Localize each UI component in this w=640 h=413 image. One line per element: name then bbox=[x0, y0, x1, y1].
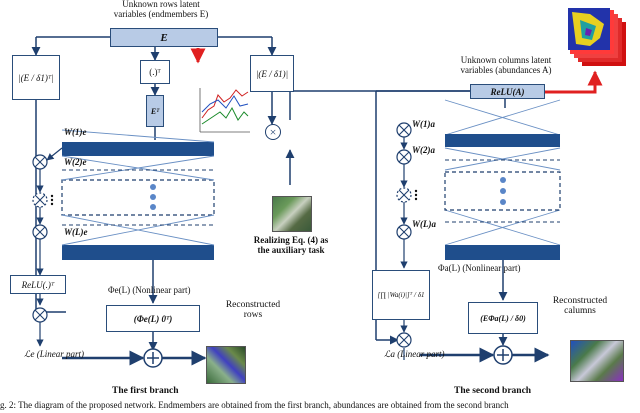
left-top-layer bbox=[62, 142, 214, 156]
left-hidden-layers bbox=[61, 179, 215, 216]
E-box: E bbox=[110, 28, 218, 47]
norm-left-box: |(E / δ1)ᵀ| bbox=[12, 55, 60, 100]
right-top-layer bbox=[445, 134, 560, 147]
prod-box: [∏ |Wa(i)|]ᵀ / δ1 bbox=[372, 270, 430, 320]
realizing-label: Realizing Eq. (4) as the auxiliary task bbox=[253, 235, 329, 255]
right-hidden-layers bbox=[444, 171, 561, 211]
linear-a-label: ℒa (Linear part) bbox=[384, 349, 445, 359]
recon-rows-thumbnail bbox=[206, 346, 246, 384]
first-branch-label: The first branch bbox=[112, 386, 179, 396]
We1-label: W(1)e bbox=[64, 127, 87, 137]
red-arrows bbox=[190, 48, 603, 94]
first-branch-network bbox=[32, 127, 215, 368]
left-bottom-layer bbox=[62, 245, 214, 260]
linear-e-label: ℒe (Linear part) bbox=[24, 349, 84, 359]
abundance-maps-stack bbox=[568, 8, 626, 66]
phi-e-box: (Φe(L) 0ᵀ) bbox=[106, 305, 200, 332]
WeL-label: W(L)e bbox=[64, 227, 88, 237]
second-branch-network bbox=[396, 98, 561, 365]
WaL-label: W(L)a bbox=[412, 219, 436, 229]
recon-cols-thumbnail bbox=[570, 340, 624, 382]
Wa1-label: W(1)a bbox=[412, 119, 435, 129]
Wa2-label: W(2)a bbox=[412, 145, 435, 155]
norm-mid-box: |(E / δ1)| bbox=[250, 55, 294, 92]
recon-rows-label: Reconstructed rows bbox=[225, 300, 281, 321]
top-connectors bbox=[31, 36, 470, 345]
unknown-columns-label: Unknown columns latent variables (abunda… bbox=[460, 55, 552, 75]
spectra-plot bbox=[199, 88, 250, 133]
phi-a-label: Φa(L) (Nonlinear part) bbox=[438, 263, 521, 273]
phi-a-box: (EΦa(L) / δ0) bbox=[468, 302, 538, 334]
phi-e-label: Φe(L) (Nonlinear part) bbox=[108, 285, 191, 295]
ET-box: Eᵀ bbox=[146, 95, 164, 127]
figure-caption: g. 2: The diagram of the proposed networ… bbox=[0, 401, 509, 410]
unknown-rows-label: Unknown rows latent variables (endmember… bbox=[113, 0, 209, 19]
recon-cols-label: Reconstructed calumns bbox=[552, 296, 608, 317]
middle-scene-thumbnail bbox=[272, 196, 312, 232]
relu-A-box: ReLU(A) bbox=[470, 84, 545, 99]
second-branch-label: The second branch bbox=[454, 386, 532, 396]
We2-label: W(2)e bbox=[64, 157, 87, 167]
transpose-box: (.)ᵀ bbox=[140, 60, 170, 84]
mid-mult-node: × bbox=[265, 124, 281, 140]
relu-T-box: ReLU(.)ᵀ bbox=[10, 275, 66, 294]
right-bottom-layer bbox=[445, 245, 560, 260]
